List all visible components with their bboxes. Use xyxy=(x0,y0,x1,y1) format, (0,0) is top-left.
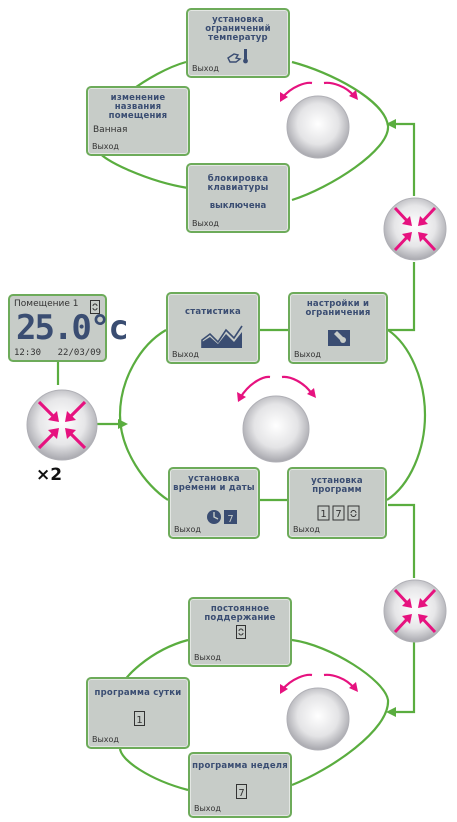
constant-mode-screen[interactable]: постоянное поддержание Выход xyxy=(188,597,292,667)
temp-limits-title: установка ограничений температур xyxy=(205,15,271,43)
time-date-screen[interactable]: установка времени и даты 7 Выход xyxy=(168,467,260,539)
wrench-tool-icon xyxy=(328,330,350,346)
clock-calendar-icon: 7 xyxy=(206,509,238,525)
constant-mode-title: постоянное поддержание xyxy=(204,604,276,623)
rename-room-screen[interactable]: изменение названия помещения Ванная Выхо… xyxy=(86,86,190,156)
keypad-lock-title: блокировка клавиатуры xyxy=(207,174,269,193)
svg-text:7: 7 xyxy=(238,788,244,799)
settings-title: настройки и ограничения xyxy=(305,299,371,318)
exit-label: Выход xyxy=(293,525,320,534)
date-readout: 22/03/09 xyxy=(57,348,101,358)
keypad-lock-screen[interactable]: блокировка клавиатуры выключена Выход xyxy=(186,163,290,233)
room-name-label: Помещение 1 xyxy=(14,299,79,309)
rename-room-title: изменение названия помещения xyxy=(108,93,168,121)
time-readout: 12:30 xyxy=(14,348,42,358)
press-button-top[interactable] xyxy=(383,196,447,262)
exit-label: Выход xyxy=(192,219,219,228)
constant-mode-icon xyxy=(236,625,246,639)
time-date-title: установка времени и даты xyxy=(173,474,255,493)
constant-mode-icon xyxy=(90,300,100,314)
statistics-screen[interactable]: статистика Выход xyxy=(166,292,260,364)
day-program-title: программа сутки xyxy=(94,688,182,698)
temp-limits-screen[interactable]: установка ограничений температур Выход xyxy=(186,8,290,78)
svg-text:7: 7 xyxy=(227,514,233,525)
press-count-label: ×2 xyxy=(36,465,63,485)
press-button-home[interactable] xyxy=(26,388,98,462)
exit-label: Выход xyxy=(92,735,119,744)
day-program-icon: 1 xyxy=(134,711,145,726)
exit-label: Выход xyxy=(172,350,199,359)
hand-thermometer-icon xyxy=(226,48,252,64)
exit-label: Выход xyxy=(174,525,201,534)
press-button-bottom[interactable] xyxy=(383,578,447,644)
programs-title: установка программ xyxy=(311,476,363,495)
statistics-title: статистика xyxy=(184,307,241,317)
temperature-readout: 25.0°c xyxy=(16,308,129,348)
rotary-knob-top[interactable] xyxy=(272,72,364,162)
room-name-value: Ванная xyxy=(93,125,128,135)
week-program-icon: 7 xyxy=(236,784,247,799)
exit-label: Выход xyxy=(194,804,221,813)
rotary-knob-bottom[interactable] xyxy=(272,662,364,754)
svg-text:1: 1 xyxy=(136,715,142,726)
svg-text:1: 1 xyxy=(320,509,326,520)
day-program-screen[interactable]: программа сутки 1 Выход xyxy=(86,677,190,749)
statistics-graph-icon xyxy=(200,324,244,350)
svg-text:7: 7 xyxy=(335,509,341,520)
home-screen[interactable]: Помещение 1 25.0°c 12:30 22/03/09 xyxy=(8,294,129,362)
exit-label: Выход xyxy=(192,64,219,73)
rotary-knob-middle[interactable] xyxy=(228,368,324,464)
keypad-lock-value: выключена xyxy=(209,201,267,211)
exit-label: Выход xyxy=(194,653,221,662)
settings-screen[interactable]: настройки и ограничения Выход xyxy=(288,292,388,364)
exit-label: Выход xyxy=(294,350,321,359)
exit-label: Выход xyxy=(92,142,119,151)
week-program-title: программа неделя xyxy=(192,761,288,771)
week-program-screen[interactable]: программа неделя 7 Выход xyxy=(188,752,292,818)
